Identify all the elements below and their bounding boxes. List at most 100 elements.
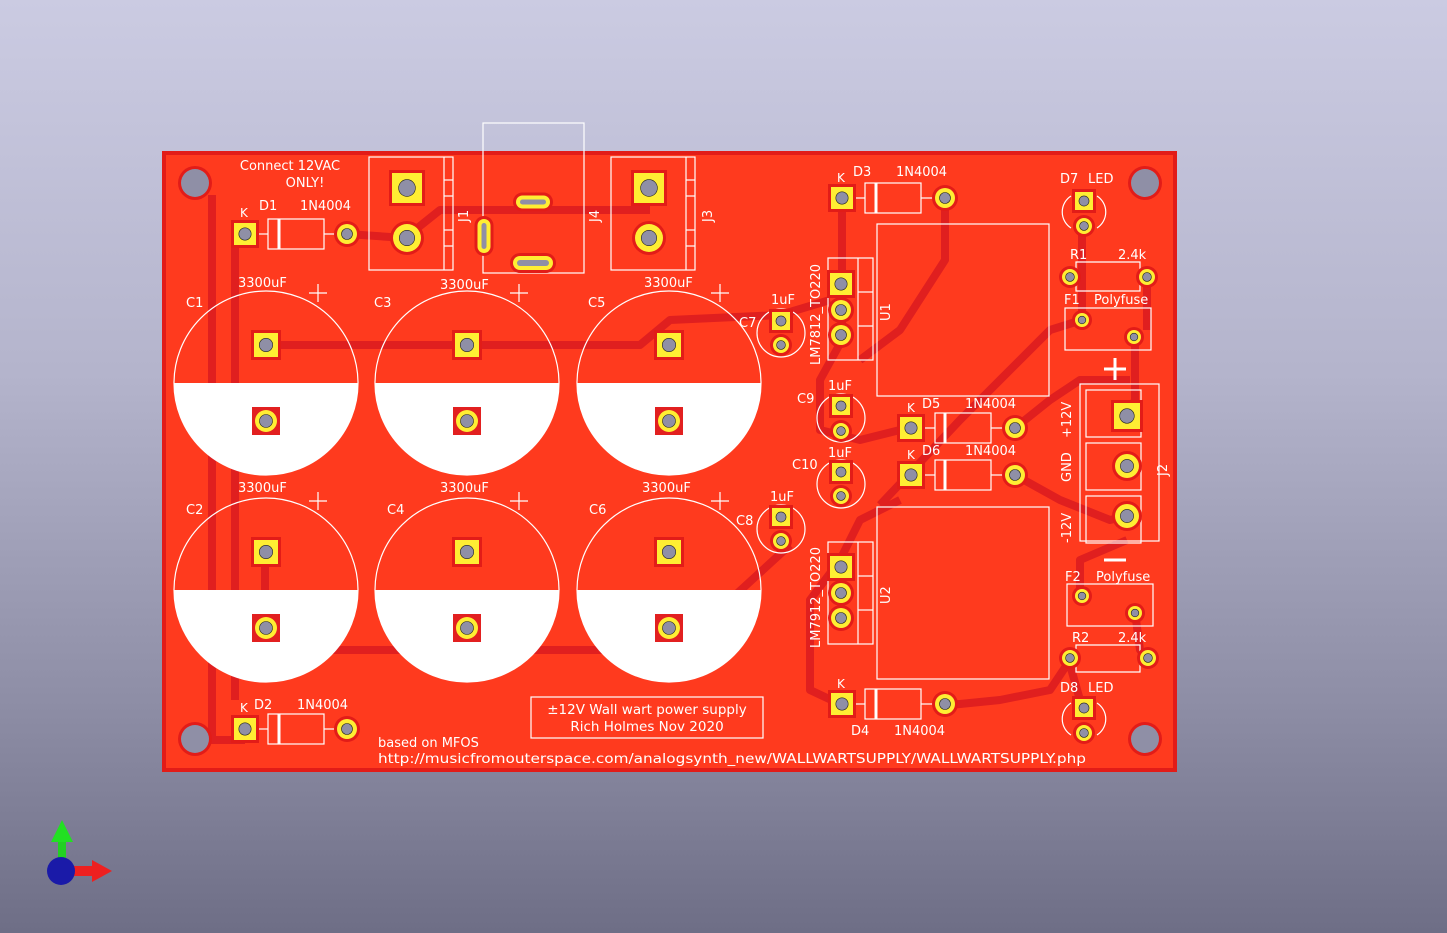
c5-value: 3300uF — [644, 276, 693, 291]
square-pad — [654, 537, 684, 567]
d3-ref: D3 — [853, 165, 871, 180]
square-pad — [252, 614, 280, 642]
c4-value: 3300uF — [440, 481, 489, 496]
c6-value: 3300uF — [642, 481, 691, 496]
square-pad — [453, 614, 481, 642]
pads — [231, 170, 1159, 744]
d1-ref: D1 — [259, 199, 277, 214]
c4-ref: C4 — [387, 503, 404, 518]
d4-value: 1N4004 — [894, 724, 945, 739]
r1-value: 2.4k — [1118, 248, 1147, 263]
r2-value: 2.4k — [1118, 631, 1147, 646]
d2-value: 1N4004 — [297, 698, 348, 713]
square-pad — [655, 407, 683, 435]
c9-value: 1uF — [828, 379, 852, 394]
j2-pin-minus12v: -12V — [1060, 513, 1075, 543]
capacitor-outline — [173, 290, 359, 476]
d7-ref: D7 — [1060, 172, 1078, 187]
square-pad — [631, 170, 667, 206]
c10-ref: C10 — [792, 458, 818, 473]
square-pad — [827, 553, 855, 581]
j3-ref: J3 — [701, 210, 716, 223]
c2-ref: C2 — [186, 503, 203, 518]
round-pad — [334, 221, 360, 247]
square-pad — [452, 330, 482, 360]
d2-pin-k: K — [240, 701, 249, 715]
square-pad — [828, 184, 856, 212]
mounting-hole — [1131, 169, 1159, 197]
c1-value: 3300uF — [238, 276, 287, 291]
square-pad — [231, 220, 259, 248]
round-pad — [830, 485, 852, 507]
square-pad — [654, 330, 684, 360]
round-pad — [828, 580, 854, 606]
capacitor-outline — [374, 290, 560, 476]
round-pad — [632, 221, 666, 255]
round-pad — [1112, 501, 1142, 531]
square-pad — [1072, 696, 1096, 720]
round-pad — [1072, 586, 1092, 606]
round-pad — [830, 420, 852, 442]
r2-ref: R2 — [1072, 631, 1089, 646]
round-pad — [1073, 722, 1095, 744]
c7-ref: C7 — [739, 316, 756, 331]
u2-ref: U2 — [879, 586, 894, 604]
capacitor-outline — [576, 497, 762, 683]
round-pad — [1137, 647, 1159, 669]
c3-value: 3300uF — [440, 278, 489, 293]
d8-value: LED — [1088, 681, 1113, 696]
f1-ref: F1 — [1064, 293, 1080, 308]
capacitor-outline — [374, 497, 560, 683]
u1-value: LM7812_TO220 — [809, 264, 824, 365]
c9-ref: C9 — [797, 392, 814, 407]
c1-ref: C1 — [186, 296, 203, 311]
d2-ref: D2 — [254, 698, 272, 713]
d8-ref: D8 — [1060, 681, 1078, 696]
square-pad — [452, 537, 482, 567]
connect-note-line1: Connect 12VAC — [240, 159, 340, 174]
j2-ref: J2 — [1156, 464, 1171, 477]
square-pad — [827, 270, 855, 298]
d4-ref: D4 — [851, 724, 869, 739]
round-pad — [770, 334, 792, 356]
c6-ref: C6 — [589, 503, 606, 518]
round-pad — [334, 716, 360, 742]
r1-ref: R1 — [1070, 248, 1087, 263]
mounting-hole — [181, 169, 209, 197]
square-pad — [251, 537, 281, 567]
c2-value: 3300uF — [238, 481, 287, 496]
y-axis-arrow — [51, 820, 73, 842]
round-pad — [1059, 266, 1081, 288]
c8-value: 1uF — [770, 490, 794, 505]
c8-ref: C8 — [736, 514, 753, 529]
square-pad — [389, 170, 425, 206]
title-line2: Rich Holmes Nov 2020 — [570, 719, 723, 735]
c7-value: 1uF — [771, 293, 795, 308]
silkscreen-outlines — [255, 122, 1160, 745]
f1-value: Polyfuse — [1094, 293, 1148, 308]
round-pad — [1112, 451, 1142, 481]
based-on-text: based on MFOS — [378, 736, 479, 751]
d1-pin-k: K — [240, 206, 249, 220]
j2-pin-plus12v: +12V — [1060, 402, 1075, 438]
slot-pad — [513, 192, 553, 212]
u2-value: LM7912_TO220 — [809, 547, 824, 648]
square-pad — [769, 309, 793, 333]
d3-pin-k: K — [837, 171, 846, 185]
round-pad — [1125, 603, 1145, 623]
round-pad — [770, 530, 792, 552]
d6-ref: D6 — [922, 444, 940, 459]
z-axis-sphere — [47, 857, 75, 885]
f2-ref: F2 — [1065, 570, 1081, 585]
f2-value: Polyfuse — [1096, 570, 1150, 585]
y-axis-shaft — [58, 840, 66, 866]
square-pad — [897, 461, 925, 489]
mounting-holes — [178, 166, 1162, 756]
round-pad — [1072, 310, 1092, 330]
d5-ref: D5 — [922, 397, 940, 412]
capacitor-outline — [576, 290, 762, 476]
round-pad — [1136, 266, 1158, 288]
square-pad — [829, 460, 853, 484]
round-pad — [828, 605, 854, 631]
